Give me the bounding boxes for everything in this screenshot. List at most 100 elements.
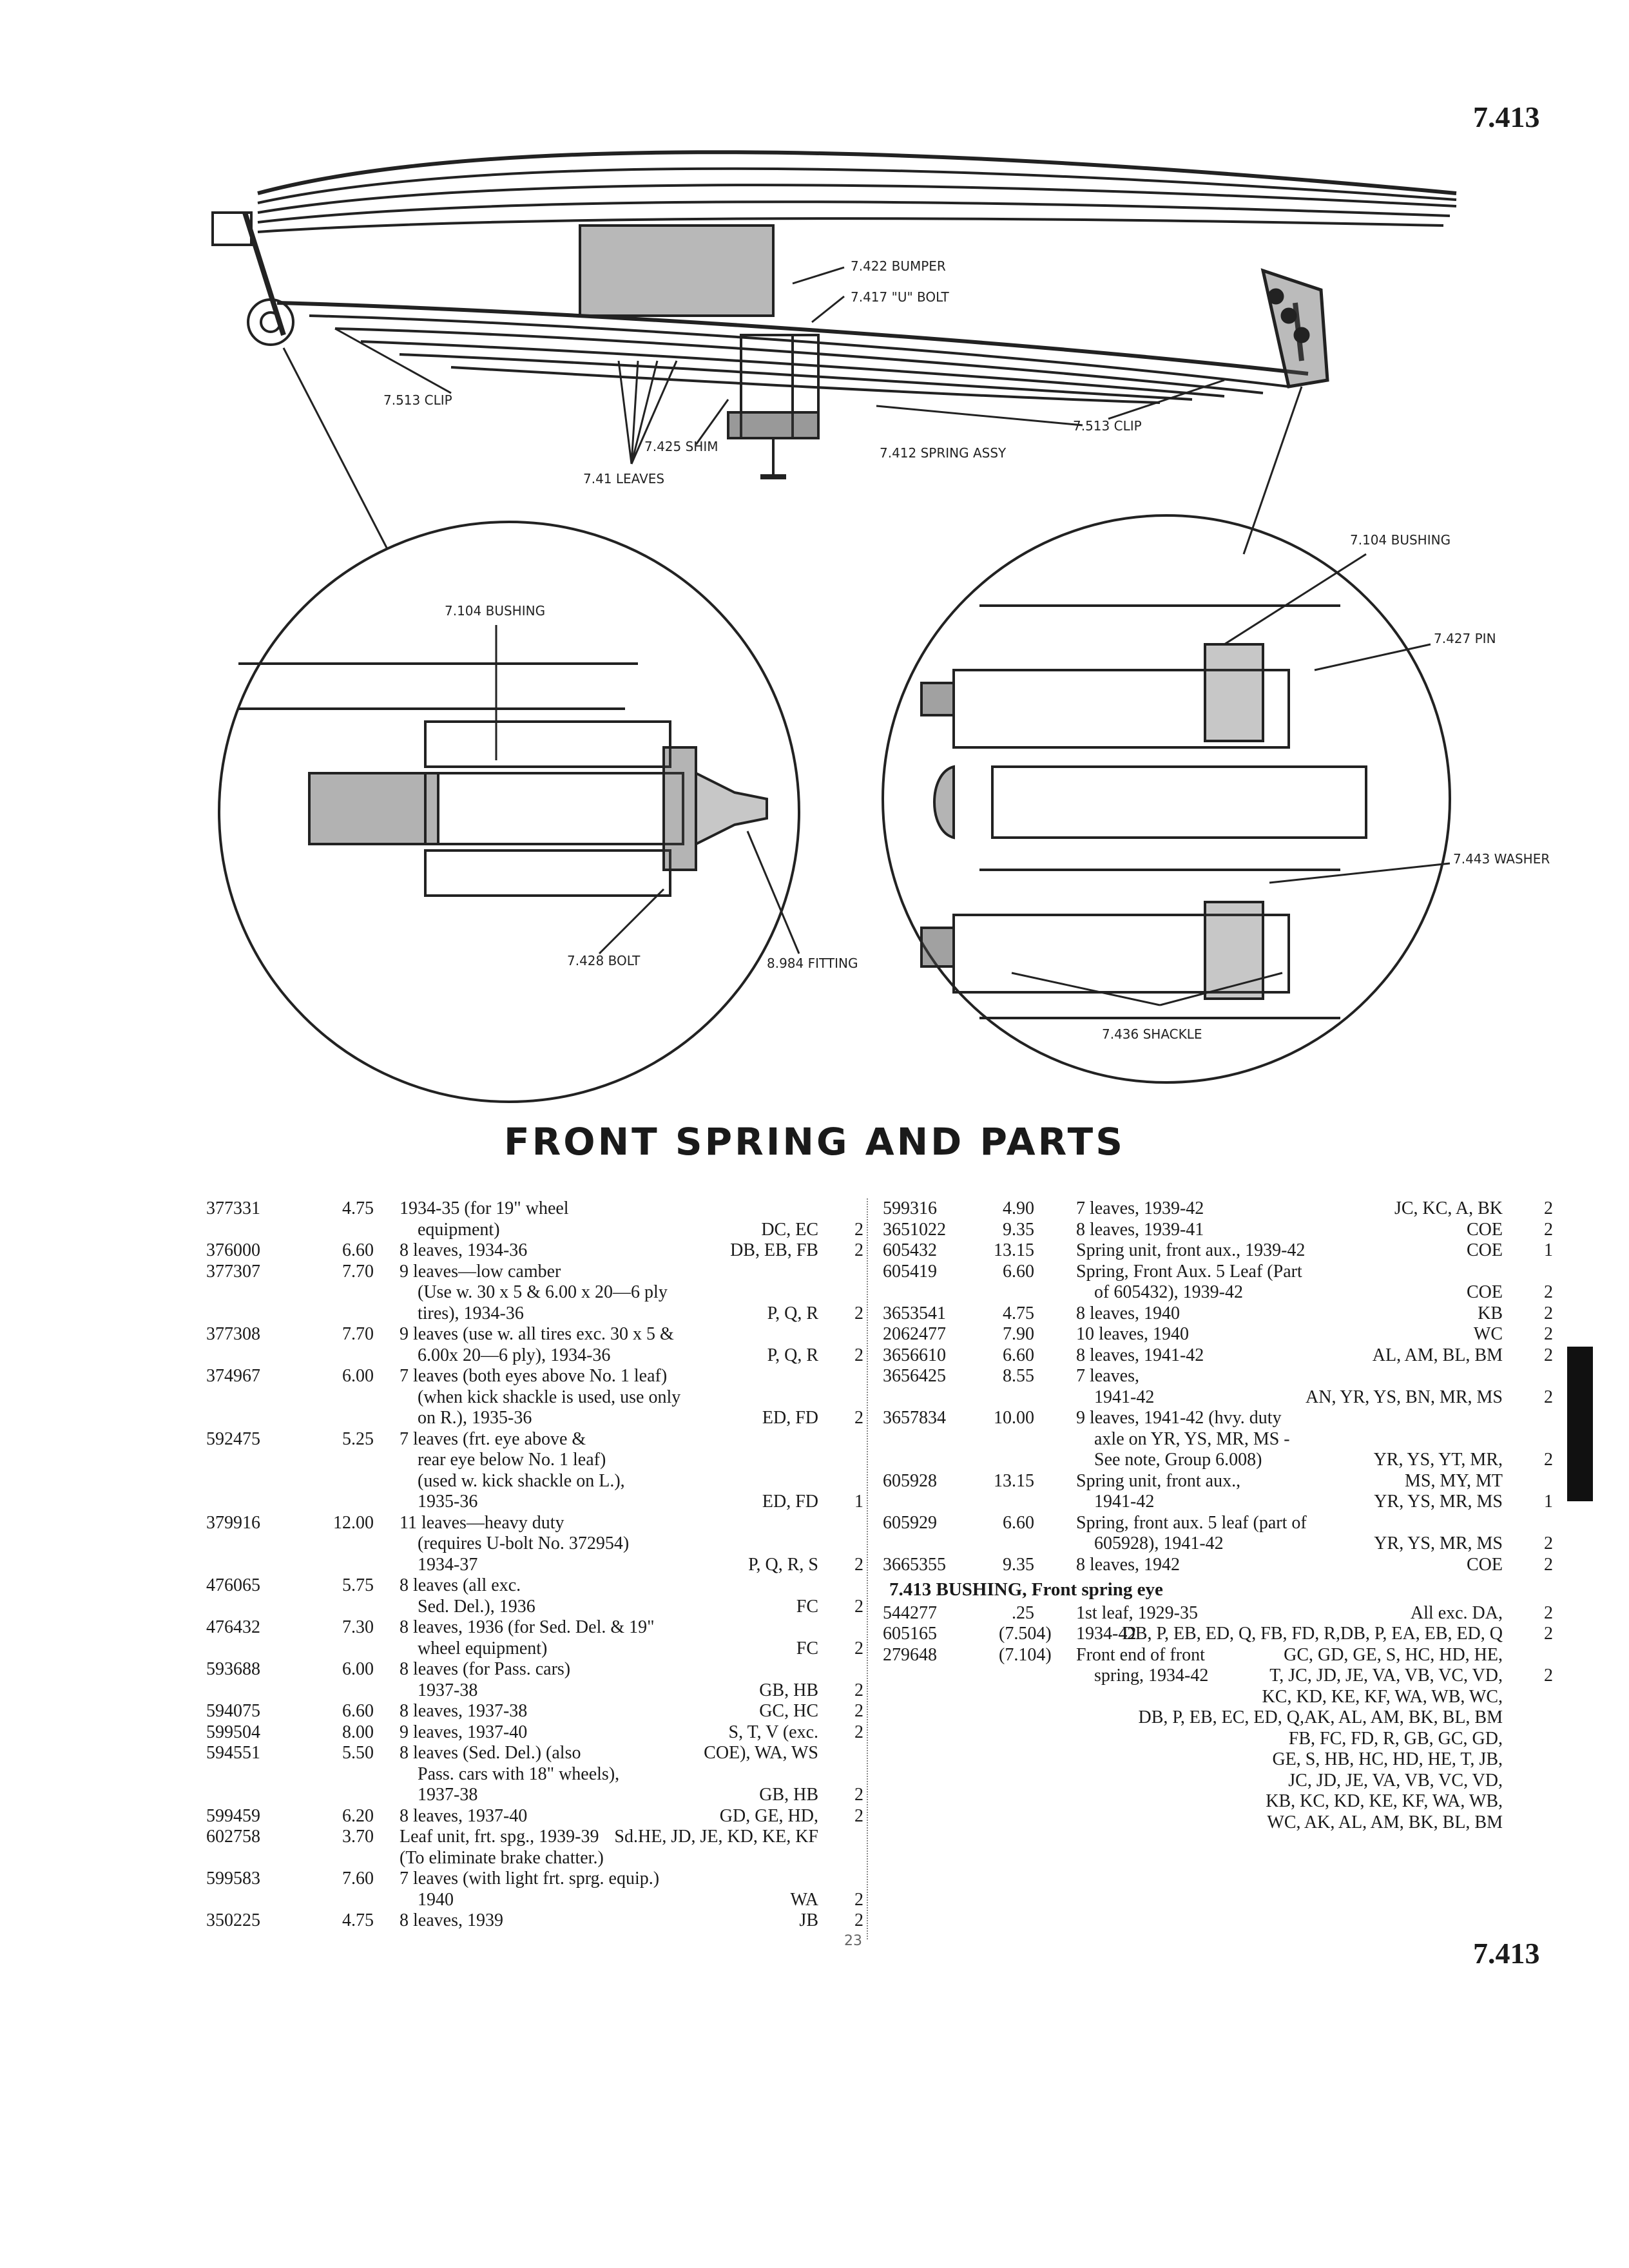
callout-pin: 7.427 PIN	[1434, 631, 1496, 646]
part-quantity: 2	[854, 1554, 863, 1575]
part-price: 6.60	[1003, 1345, 1034, 1365]
part-number: 377331	[206, 1198, 260, 1218]
part-number: 3656425	[883, 1366, 946, 1386]
part-price: 4.75	[342, 1198, 374, 1218]
part-price: 7.30	[342, 1617, 374, 1637]
part-number: 599504	[206, 1722, 260, 1742]
model-codes: COE), WA, WS	[704, 1743, 818, 1763]
callout-bushing-left: 7.104 BUSHING	[445, 603, 545, 619]
description-text: 8 leaves (all exc.	[400, 1575, 521, 1595]
shackle-plate	[1260, 268, 1329, 389]
model-codes: AN, YR, YS, BN, MR, MS	[1306, 1387, 1503, 1407]
model-codes: GB, HB	[759, 1785, 818, 1805]
part-price: 7.70	[342, 1324, 374, 1344]
part-price: 9.35	[1003, 1554, 1034, 1575]
model-codes: YR, YS, YT, MR,	[1373, 1450, 1503, 1470]
part-quantity: 2	[1544, 1282, 1553, 1302]
part-number: 377307	[206, 1261, 260, 1282]
model-codes: KB, KC, KD, KE, KF, WA, WB,	[1266, 1791, 1503, 1811]
callout-bumper: 7.422 BUMPER	[851, 258, 946, 274]
description-text: 1941-42	[1094, 1387, 1155, 1407]
model-codes: JC, JD, JE, VA, VB, VC, VD,	[1288, 1770, 1503, 1791]
part-price: 6.00	[342, 1659, 374, 1679]
part-number: 3653541	[883, 1303, 946, 1323]
description-text: Spring, front aux. 5 leaf (part of	[1076, 1512, 1307, 1533]
part-number: 3665355	[883, 1554, 946, 1575]
part-number: 2062477	[883, 1324, 946, 1344]
model-codes: WA	[790, 1889, 818, 1910]
part-price: 13.15	[994, 1470, 1034, 1491]
part-description: 7 leaves (both eyes above No. 1 leaf)(wh…	[400, 1366, 818, 1429]
description-line: (To eliminate brake chatter.)	[400, 1848, 818, 1869]
part-description: 11 leaves—heavy duty(requires U-bolt No.…	[400, 1513, 818, 1576]
part-price: 5.50	[342, 1743, 374, 1763]
description-line: Spring, front aux. 5 leaf (part of	[1076, 1513, 1503, 1534]
part-number: 377308	[206, 1324, 260, 1344]
part-price: 8.00	[342, 1722, 374, 1742]
description-text: Leaf unit, frt. spg., 1939-39	[400, 1827, 599, 1847]
model-codes: DB, P, EB, ED, Q, FB, FD, R,	[1122, 1624, 1340, 1644]
part-number: 599459	[206, 1805, 260, 1826]
callout-leaders	[282, 266, 1303, 555]
description-line: 8 leaves (all exc.	[400, 1575, 818, 1597]
part-quantity: 2	[1544, 1324, 1553, 1344]
description-line: (Use w. 30 x 5 & 6.00 x 20—6 ply	[400, 1282, 818, 1303]
description-text: 1937-38	[418, 1785, 478, 1805]
description-text: spring, 1934-42	[1094, 1666, 1209, 1686]
part-quantity: 2	[1544, 1666, 1553, 1686]
part-price: 7.70	[342, 1261, 374, 1282]
model-codes: DB, P, EB, EC, ED, Q,	[1138, 1707, 1304, 1727]
description-text: (when kick shackle is used, use only	[418, 1387, 681, 1407]
description-text: 8 leaves, 1939-41	[1076, 1219, 1204, 1240]
model-codes: MS, MY, MT	[1405, 1470, 1503, 1491]
detail-leaders	[495, 553, 1451, 1006]
part-quantity: 2	[1544, 1624, 1553, 1644]
model-codes: KB	[1478, 1303, 1503, 1323]
part-price: 4.75	[342, 1910, 374, 1930]
model-codes: WC	[1473, 1324, 1503, 1344]
callout-labels: 7.422 BUMPER 7.417 "U" BOLT 7.513 CLIP 7…	[383, 258, 1550, 1042]
part-quantity: 2	[854, 1889, 863, 1910]
description-text: 7 leaves (frt. eye above &	[400, 1428, 586, 1449]
part-price: 6.00	[342, 1366, 374, 1386]
description-line: DB, P, EB, ED, Q, FB, FD, R,1934-42	[1076, 1624, 1503, 1645]
model-codes: AL, AM, BL, BM	[1372, 1345, 1503, 1365]
part-number: 350225	[206, 1910, 260, 1930]
shackle-detail-circle	[882, 514, 1451, 1084]
part-price: 5.25	[342, 1428, 374, 1449]
model-codes: COE	[1467, 1282, 1503, 1302]
shackle-detail-drawing	[920, 604, 1367, 1019]
description-line: Spring, Front Aux. 5 Leaf (Part	[1076, 1262, 1503, 1283]
description-text: Spring unit, front aux., 1939-42	[1076, 1240, 1306, 1260]
part-number: 3656610	[883, 1345, 946, 1365]
description-text: 8 leaves, 1941-42	[1076, 1345, 1204, 1365]
part-number: 476065	[206, 1575, 260, 1595]
description-line: (when kick shackle is used, use only	[400, 1387, 818, 1408]
description-line: Spring unit, front aux.,	[1076, 1471, 1503, 1492]
part-number: 599583	[206, 1869, 260, 1888]
model-codes: FC	[796, 1596, 818, 1617]
part-price: 13.15	[994, 1240, 1034, 1260]
